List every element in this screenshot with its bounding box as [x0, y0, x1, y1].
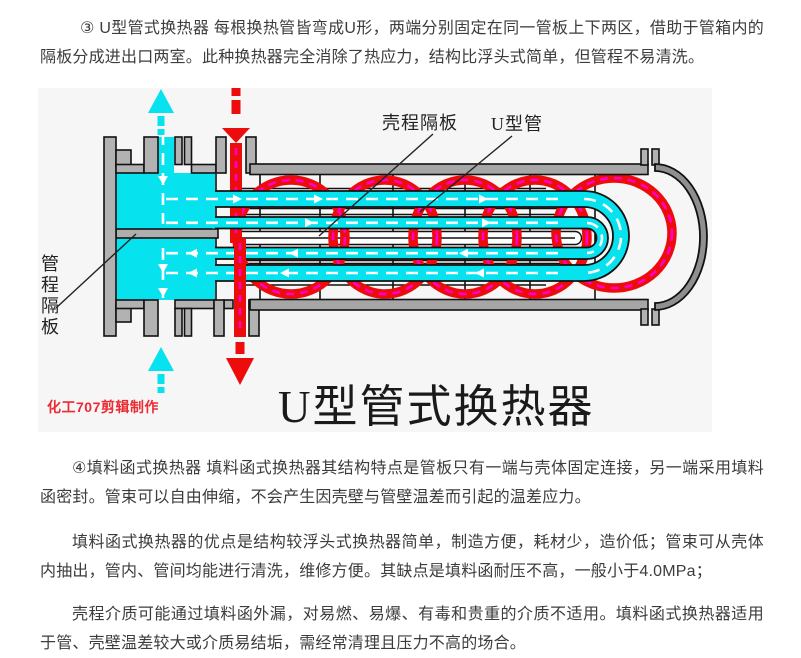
- label-leader-lines: [55, 133, 513, 309]
- label-shell-baffle: 壳程隔板: [382, 113, 458, 133]
- paragraph-stuffing-box-limitations: 壳程介质可能通过填料函外漏，对易燃、易爆、有毒和贵重的介质不适用。填料函式换热器…: [40, 606, 764, 652]
- paragraph-stuffing-box-advantages: 填料函式换热器的优点是结构较浮头式换热器简单，制造方便，耗材少，造价低；管束可从…: [40, 534, 764, 580]
- shell-side-inlet-arrow: [222, 88, 250, 143]
- shell-side-outlet: [226, 238, 254, 385]
- watermark-credit: 化工707剪辑制作: [47, 399, 159, 415]
- u-tube-exchanger-drawing: [55, 88, 708, 393]
- tube-side-flow-arrowheads: [158, 176, 491, 297]
- shell-and-channel-hardware: [103, 136, 708, 337]
- diagram-caption: U型管式换热器: [278, 382, 595, 432]
- paragraph-stuffing-box-intro: ④填料函式换热器 填料函式换热器其结构特点是管板只有一端与壳体固定连接，另一端采…: [40, 460, 764, 506]
- shell-side-flow: [222, 88, 677, 299]
- label-u-tube: U型管: [491, 114, 543, 134]
- tube-side-bottom-arrow: [148, 347, 174, 393]
- tube-side-top-arrow: [148, 89, 174, 135]
- shell-side-outlet-arrow: [226, 342, 254, 385]
- label-tube-pass-partition: 管程隔板: [39, 254, 59, 338]
- paragraph-u-tube-intro: ③ U型管式换热器 每根换热管皆弯成U形，两端分别固定在同一管板上下两区，借助于…: [40, 20, 764, 66]
- tube-pass-partition-plate: [115, 228, 219, 239]
- heat-exchanger-diagram: [38, 88, 712, 432]
